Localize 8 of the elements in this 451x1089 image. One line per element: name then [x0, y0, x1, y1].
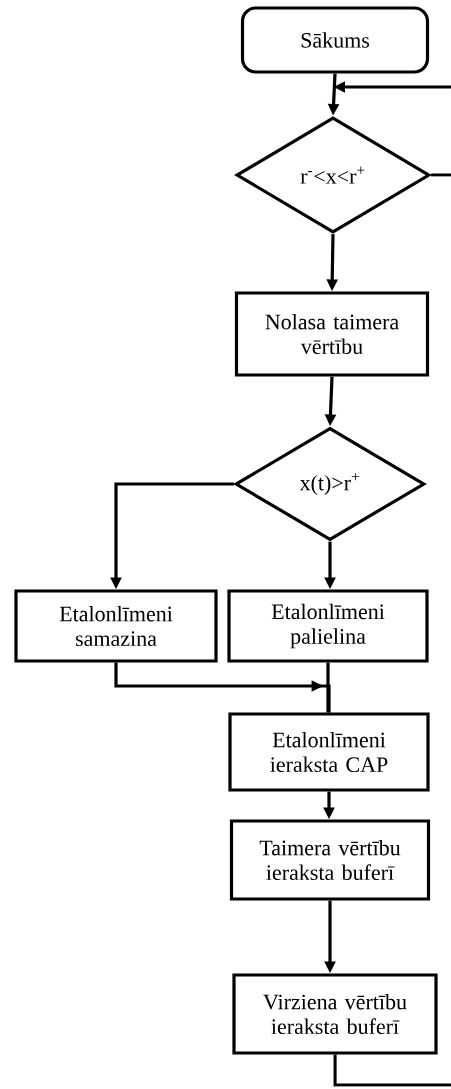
start-terminal: Sākums — [240, 6, 430, 74]
process-box: Taimera vērtību ieraksta buferī — [229, 819, 431, 901]
process-box: Nolasa taimera vērtību — [234, 291, 430, 377]
process-box: Etalonlīmeni palielina — [227, 589, 429, 663]
process-box: Virziena vērtību ieraksta buferī — [232, 973, 438, 1055]
arrow — [114, 662, 331, 713]
process-box: Etalonlīmeni ieraksta CAP — [228, 712, 430, 792]
process-box: Etalonlīmeni samazina — [14, 589, 218, 663]
